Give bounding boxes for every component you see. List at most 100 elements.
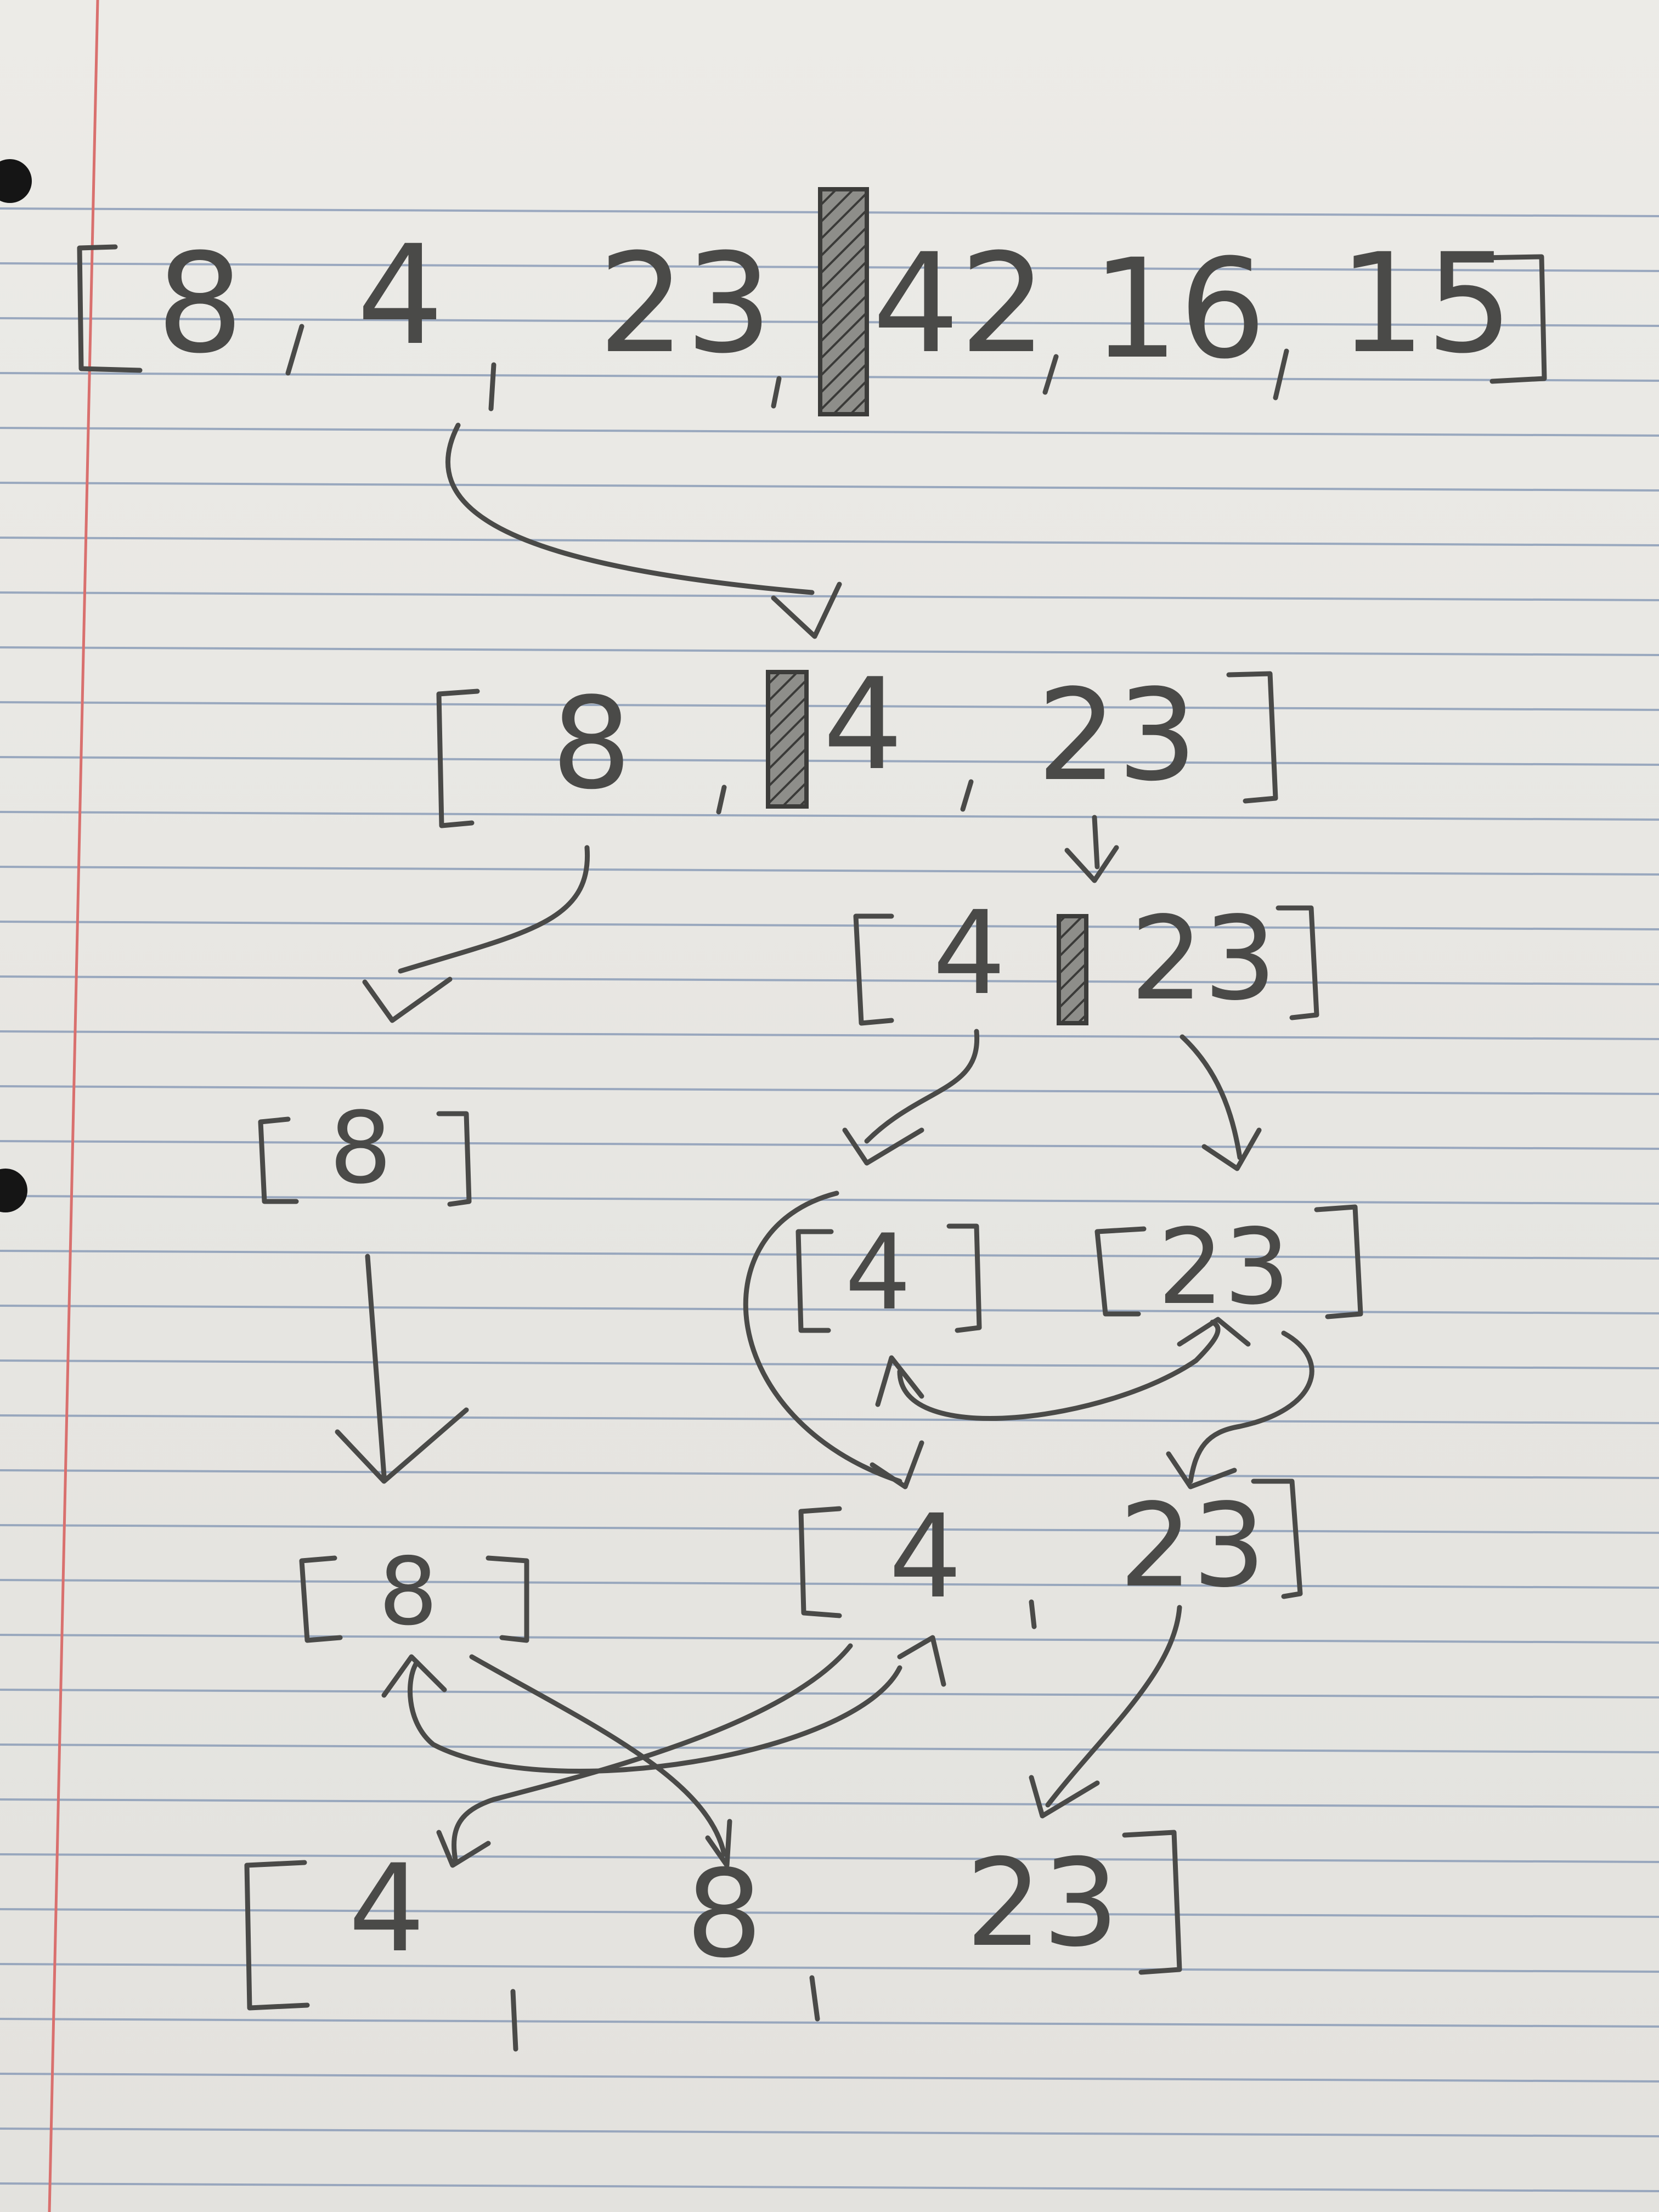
arrow-result-8-back <box>408 1660 902 1774</box>
ruled-line <box>0 1963 1659 1973</box>
row1-value-5: 16 <box>1092 229 1266 389</box>
ruled-line <box>0 2073 1659 2083</box>
row1-comma-4 <box>1042 354 1059 395</box>
ruled-line <box>0 756 1659 766</box>
binder-hole-middle <box>0 1169 27 1212</box>
ruled-line <box>0 1853 1659 1863</box>
arrow-to-left-8 <box>398 845 590 974</box>
ruled-line <box>0 2182 1659 2192</box>
row6-left-bracket-right <box>486 1555 529 1643</box>
arrow-4-to-result <box>452 1643 853 1863</box>
row4-array: 8 <box>258 1091 472 1207</box>
row1-bracket-left <box>77 244 143 373</box>
row6-right-bracket-left <box>798 1506 842 1618</box>
row5-value-right: 23 <box>1158 1206 1290 1328</box>
arrow-8-to-result-head <box>705 1819 732 1868</box>
arrow-merge-23-head <box>1166 1451 1237 1489</box>
result-comma-2 <box>809 1975 820 2022</box>
ruled-line <box>0 701 1659 711</box>
row6-arrays: 8 4 23 <box>299 1479 1303 1646</box>
row6-left-bracket-left <box>299 1555 343 1643</box>
ruled-line <box>0 811 1659 821</box>
row1-comma-2 <box>488 362 496 411</box>
arrow-merge-4 <box>743 1190 902 1484</box>
row1-value-6: 15 <box>1339 224 1513 383</box>
ruled-line <box>0 482 1659 492</box>
arrow-to-single-23-head <box>1201 1127 1262 1171</box>
row6-right-bracket-right <box>1251 1479 1303 1599</box>
row1-comma-1 <box>285 324 304 376</box>
arrow-down-left-8 <box>365 1254 387 1479</box>
row6-value-2: 23 <box>1119 1479 1266 1613</box>
arrow-to-single-4 <box>864 1029 980 1144</box>
row1-value-3: 23 <box>598 224 772 383</box>
ruled-line <box>0 1195 1659 1205</box>
ruled-line <box>0 1250 1659 1260</box>
ruled-line <box>0 1359 1659 1369</box>
arrow-4-to-result-head <box>436 1830 491 1868</box>
result-array: 4 8 23 <box>244 1830 1182 2052</box>
row1-bracket-right <box>1479 254 1547 384</box>
ruled-line <box>0 2128 1659 2137</box>
row2-value-2: 4 <box>823 652 903 798</box>
arrow-merge-23 <box>1188 1330 1314 1484</box>
row6-value-left: 8 <box>379 1538 438 1646</box>
arrow-to-single-4-head <box>842 1127 924 1166</box>
ruled-line <box>0 1140 1659 1150</box>
ruled-line <box>0 921 1659 930</box>
arrow-compare-4-23-head-right <box>1177 1317 1251 1347</box>
ruled-line <box>0 1798 1659 1808</box>
arrow-23-to-result <box>1045 1605 1182 1808</box>
ruled-line <box>0 646 1659 656</box>
ruled-line <box>0 591 1659 601</box>
row2-comma-1 <box>716 785 727 815</box>
arrow-result-8-back-head <box>381 1654 447 1698</box>
row3-array: 4 23 <box>853 886 1319 1026</box>
arrow-to-row3-head <box>1064 845 1119 883</box>
ruled-line <box>0 1579 1659 1589</box>
arrow-down-left-8-head <box>335 1407 469 1484</box>
ruled-line <box>0 1689 1659 1699</box>
ruled-line <box>0 1469 1659 1479</box>
row3-value-1: 4 <box>933 886 1006 1020</box>
row5-right-bracket-left <box>1094 1226 1147 1317</box>
row6-value-1: 4 <box>889 1489 962 1624</box>
arrow-8-to-result <box>469 1654 727 1857</box>
ruled-line <box>0 1634 1659 1644</box>
row2-bracket-left <box>436 689 480 828</box>
ruled-line <box>0 1414 1659 1424</box>
row5-left-bracket-right <box>946 1223 982 1333</box>
ruled-line <box>0 1908 1659 1918</box>
row4-bracket-right <box>436 1111 472 1207</box>
ruled-line <box>0 1085 1659 1095</box>
row1-value-2: 4 <box>357 216 444 375</box>
binder-hole-top <box>0 159 32 203</box>
ruled-line <box>0 975 1659 985</box>
ruled-line <box>0 427 1659 437</box>
row1-split-marker <box>818 187 869 416</box>
arrow-split-left <box>445 422 815 595</box>
row4-value: 8 <box>329 1091 392 1206</box>
row4-bracket-left <box>258 1116 299 1204</box>
result-bracket-left <box>244 1860 310 2011</box>
row5-value-left: 4 <box>845 1212 911 1333</box>
row5-right-bracket-right <box>1314 1204 1363 1319</box>
result-value-1: 4 <box>348 1838 425 1979</box>
arrow-compare-4-23 <box>897 1319 1221 1421</box>
row1-value-4: 42 <box>872 224 1047 383</box>
row1-value-1: 8 <box>156 224 244 383</box>
row1-comma-3 <box>771 376 782 409</box>
arrow-to-row3 <box>1092 815 1100 870</box>
row5-arrays: 4 23 <box>795 1204 1363 1333</box>
ruled-line <box>0 537 1659 546</box>
row2-comma-2 <box>960 779 974 812</box>
arrow-merge-4-head <box>870 1440 924 1489</box>
result-comma-1 <box>510 1989 518 2052</box>
ruled-line <box>0 2018 1659 2028</box>
result-bracket-right <box>1122 1830 1182 1975</box>
ruled-line <box>0 1743 1659 1753</box>
row1-array: 8 4 23 42 16 15 <box>77 187 1547 416</box>
